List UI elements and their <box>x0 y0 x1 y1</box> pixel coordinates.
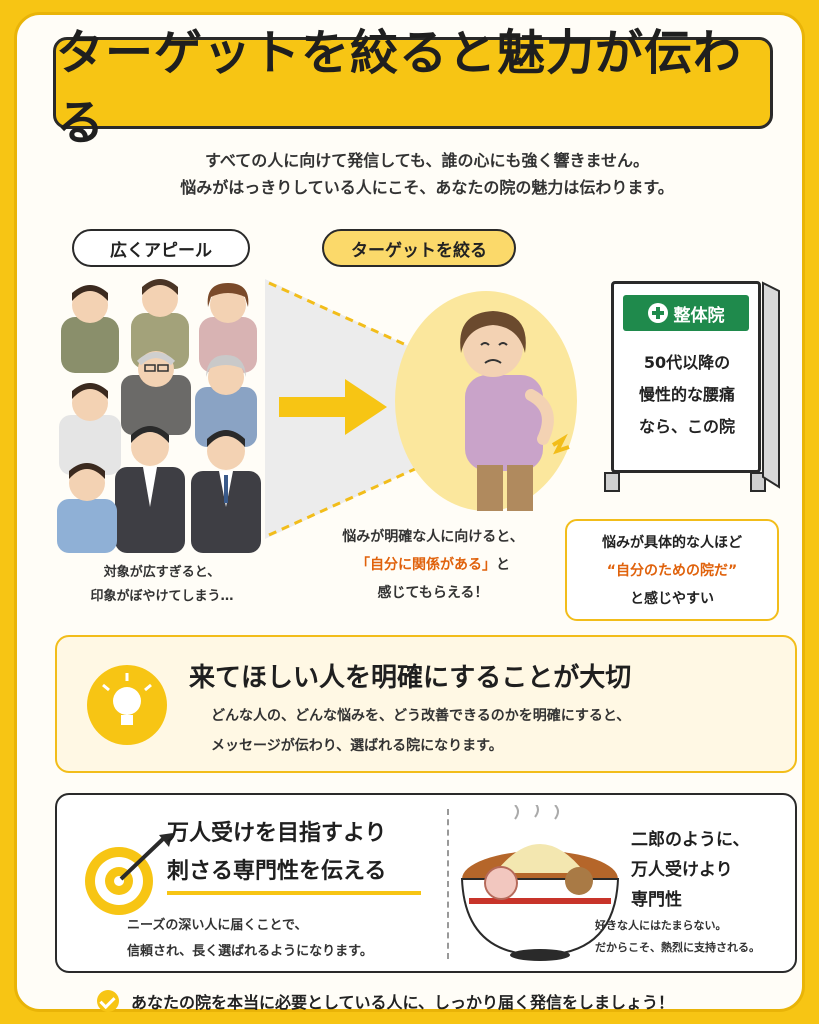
sign-line-3: なら、この院 <box>638 417 735 436</box>
specialty-underline <box>167 891 421 895</box>
sign-line-1: 50代以降の <box>643 353 731 372</box>
crowd-person-5 <box>195 355 257 447</box>
crowd-person-9 <box>57 463 117 553</box>
broad-caption-line-2: 印象がぼやけてしまう… <box>90 589 234 604</box>
crowd-person-6 <box>59 383 121 475</box>
title-banner: ターゲットを絞ると魅力が伝わる <box>53 25 773 151</box>
crowd-illustration <box>57 279 261 553</box>
specialty-body-line-1: ニーズの深い人に届くことで、 <box>127 918 308 933</box>
crowd-person-7 <box>115 426 185 553</box>
specialty-body-line-2: 信頼され、長く選ばれるようになります。 <box>127 944 373 959</box>
crowd-person-1 <box>61 285 119 373</box>
broad-caption: 対象が広すぎると、 印象がぼやけてしまう… <box>57 561 267 609</box>
back-pain-woman-illustration <box>460 311 570 511</box>
target-caption-after: と <box>496 557 510 573</box>
idea-box: 来てほしい人を明確にすることが大切 どんな人の、どんな悩みを、どう改善できるのか… <box>55 635 797 773</box>
check-icon <box>97 990 119 1012</box>
jiro-heading-line-1: 二郎のように、 <box>631 830 750 850</box>
jiro-heading-line-2: 万人受けより <box>631 860 733 880</box>
lightbulb-icon <box>87 665 167 745</box>
clinic-sign: 整体院 50代以降の 慢性的な腰痛 なら、この院 <box>603 277 783 493</box>
medical-cross-icon <box>647 303 668 323</box>
crowd-person-8 <box>191 430 261 553</box>
jiro-body: 好きな人にはたまらない。 だからこそ、熱烈に支持される。 <box>595 915 760 959</box>
callout-line-3: と感じやすい <box>630 591 714 607</box>
broad-caption-line-1: 対象が広すぎると、 <box>103 565 221 580</box>
intro-line-1: すべての人に向けて発信しても、誰の心にも強く響きません。 <box>204 151 649 170</box>
intro-text: すべての人に向けて発信しても、誰の心にも強く響きません。 悩みがはっきりしている… <box>57 147 797 201</box>
card-divider <box>447 809 449 959</box>
jiro-body-line-1: 好きな人にはたまらない。 <box>595 919 727 932</box>
intro-line-2: 悩みがはっきりしている人にこそ、あなたの院の魅力は伝わります。 <box>180 178 674 197</box>
jiro-heading-line-3: 専門性 <box>631 890 682 910</box>
idea-heading: 来てほしい人を明確にすることが大切 <box>189 663 632 693</box>
specific-worry-callout: 悩みが具体的な人ほど “自分のための院だ” と感じやすい <box>565 519 779 621</box>
specialty-heading: 万人受けを目指すより 刺さる専門性を伝える <box>167 815 387 891</box>
specialty-body: ニーズの深い人に届くことで、 信頼され、長く選ばれるようになります。 <box>127 913 373 965</box>
page-title: ターゲットを絞ると魅力が伝わる <box>56 25 743 151</box>
specialty-heading-line-1: 万人受けを目指すより <box>167 821 387 846</box>
ramen-bowl-illustration <box>460 805 620 961</box>
sign-header-label: 整体院 <box>673 305 725 326</box>
dartboard-icon <box>85 833 173 915</box>
target-pill: ターゲットを絞る <box>322 229 516 267</box>
callout-line-2: “自分のための院だ” <box>606 563 738 579</box>
specialty-card: 万人受けを目指すより 刺さる専門性を伝える ニーズの深い人に届くことで、 信頼さ… <box>55 793 797 973</box>
target-caption-highlight: 「自分に関係がある」 <box>356 557 496 573</box>
footer-message: あなたの院を本当に必要としている人に、しっかり届く発信をしましょう！ <box>97 987 757 1015</box>
sign-header: 整体院 <box>623 295 749 331</box>
target-caption-line-3: 感じてもらえる！ <box>377 585 489 601</box>
idea-body-line-2: メッセージが伝わり、選ばれる院になります。 <box>211 738 503 754</box>
sign-stand <box>604 281 780 492</box>
broad-appeal-pill: 広くアピール <box>72 229 250 267</box>
right-arrow-icon <box>279 379 387 435</box>
sign-message: 50代以降の 慢性的な腰痛 なら、この院 <box>617 347 757 443</box>
target-caption-line-2: 「自分に関係がある」と <box>307 551 559 579</box>
jiro-body-line-2: だからこそ、熱烈に支持される。 <box>595 941 760 954</box>
idea-body-line-1: どんな人の、どんな悩みを、どう改善できるのかを明確にすると、 <box>211 708 631 724</box>
footer-text: あなたの院を本当に必要としている人に、しっかり届く発信をしましょう！ <box>131 993 675 1012</box>
idea-body: どんな人の、どんな悩みを、どう改善できるのかを明確にすると、 メッセージが伝わり… <box>211 701 630 761</box>
sign-line-2: 慢性的な腰痛 <box>638 385 735 404</box>
jiro-heading: 二郎のように、 万人受けより 専門性 <box>631 825 750 915</box>
callout-line-1: 悩みが具体的な人ほど <box>602 535 742 551</box>
infographic-paper: ターゲットを絞ると魅力が伝わる すべての人に向けて発信しても、誰の心にも強く響き… <box>14 12 805 1012</box>
crowd-person-4 <box>121 351 191 435</box>
target-caption: 悩みが明確な人に向けると、 「自分に関係がある」と 感じてもらえる！ <box>307 523 559 607</box>
specialty-heading-line-2: 刺さる専門性を伝える <box>167 859 387 884</box>
crowd-person-2 <box>131 279 189 369</box>
target-caption-line-1: 悩みが明確な人に向けると、 <box>342 529 524 545</box>
